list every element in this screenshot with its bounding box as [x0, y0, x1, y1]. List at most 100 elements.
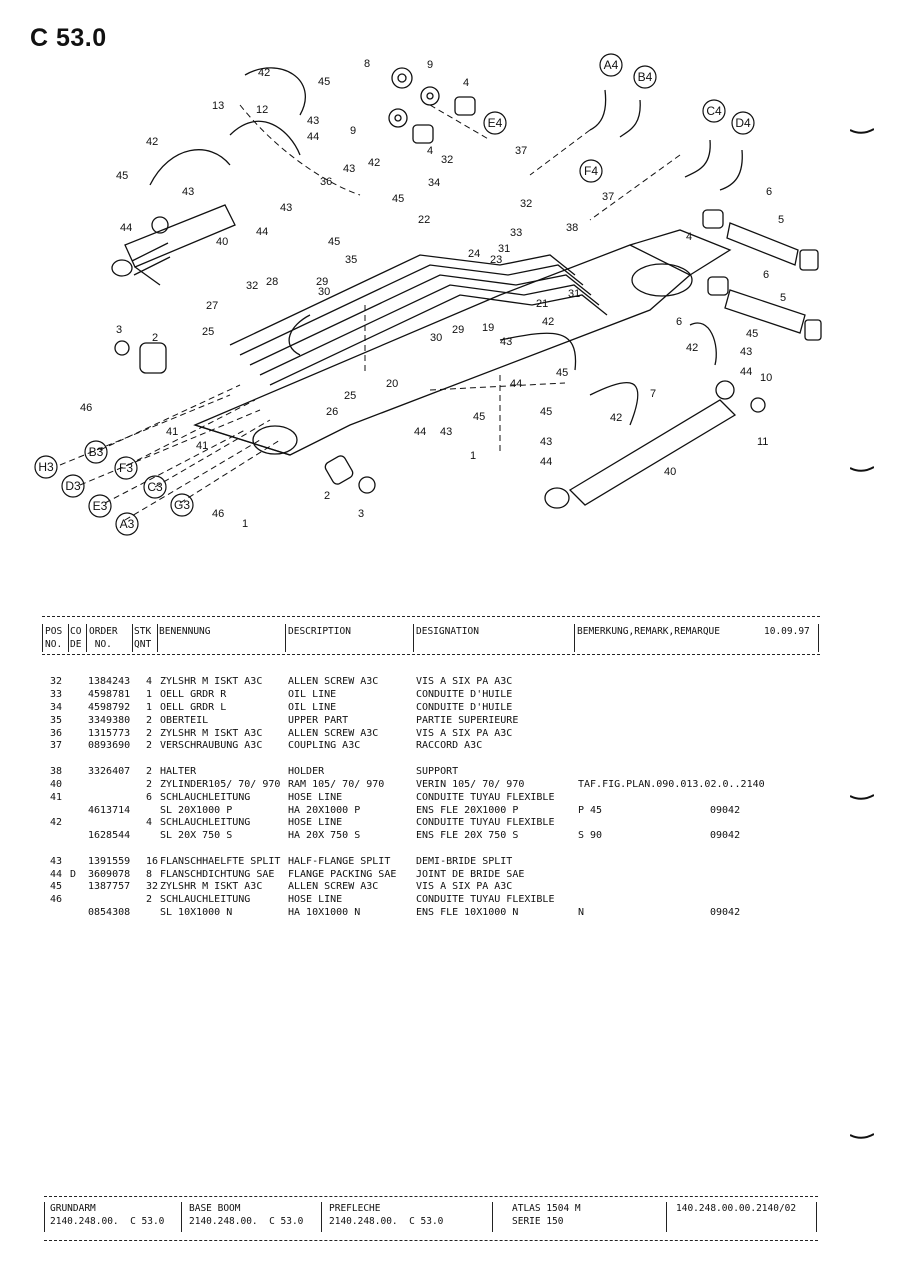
callout: 3: [358, 508, 364, 520]
label-d3: D3: [65, 479, 81, 493]
cell-desc: OIL LINE: [288, 701, 337, 713]
callout: 43: [500, 336, 512, 348]
callout: 41: [166, 426, 178, 438]
cell-desig: VIS A SIX PA A3C: [416, 727, 513, 739]
callout: 2: [324, 490, 330, 502]
callout: 43: [343, 163, 355, 175]
callout: 4: [463, 77, 469, 89]
cell-ben: OELL GRDR R: [160, 688, 227, 700]
callout: 43: [740, 346, 752, 358]
col-designation: DESIGNATION: [416, 626, 479, 637]
callout: 38: [566, 222, 578, 234]
cell-qty: 6: [146, 791, 153, 803]
label-e3: E3: [93, 499, 108, 513]
cell-desc: HOLDER: [288, 765, 325, 777]
callout: 8: [364, 58, 370, 70]
cell-order: 4598792: [88, 701, 131, 713]
col-pos-no: POS NO.: [45, 626, 63, 650]
callout: 27: [206, 300, 218, 312]
label-f3: F3: [119, 461, 133, 475]
cell-desig: PARTIE SUPERIEURE: [416, 714, 519, 726]
callout: 26: [326, 406, 338, 418]
exploded-parts-diagram: A4 B4 C4 D4 E4 F4 H3 B3 F3 D3 C3 E3 G3 A…: [34, 53, 822, 536]
cell-order: 3326407: [88, 765, 131, 777]
cell-pos: 36: [50, 727, 63, 739]
cell-desig: CONDUITE TUYAU FLEXIBLE: [416, 894, 555, 906]
cell-code: 09042: [710, 830, 741, 842]
callout: 43: [440, 426, 452, 438]
callout: 45: [746, 328, 758, 340]
callout: 2: [152, 332, 158, 344]
cell-order: 1315773: [88, 727, 131, 739]
callout: 45: [540, 406, 552, 418]
cell-pos: 41: [50, 791, 63, 803]
cell-rem: S 90: [578, 830, 603, 842]
page-code: C 53.0: [30, 24, 107, 52]
callout: 45: [116, 170, 128, 182]
cell-qty: 4: [146, 676, 153, 687]
callout: 45: [473, 411, 485, 423]
callout: 11: [757, 436, 768, 448]
label-b3: B3: [89, 445, 104, 459]
callout: 44: [120, 222, 132, 234]
label-c3: C3: [147, 480, 163, 494]
cell-desig: CONDUITE D'HUILE: [416, 688, 513, 700]
callout: 42: [542, 316, 554, 328]
cell-ben: FLANSCHDICHTUNG SAE: [160, 868, 275, 880]
callout: 24: [468, 248, 480, 260]
callout: 9: [427, 59, 433, 71]
cell-pos: 43: [50, 855, 63, 867]
cell-pos: 35: [50, 714, 63, 726]
callout: 6: [766, 186, 772, 198]
callout: 25: [202, 326, 214, 338]
callout: 37: [602, 191, 614, 203]
cell-desc: HA 10X1000 N: [288, 907, 361, 919]
callout: 44: [510, 378, 522, 390]
callout: 32: [246, 280, 258, 292]
callout: 32: [520, 198, 532, 210]
cell-desc: ALLEN SCREW A3C: [288, 676, 379, 687]
callout: 3: [116, 324, 122, 336]
cell-order: 0893690: [88, 740, 131, 752]
cell-ben: ZYLSHR M ISKT A3C: [160, 676, 263, 687]
callout: 44: [256, 226, 268, 238]
cell-qty: 8: [146, 868, 153, 880]
col-remark: BEMERKUNG,REMARK,REMARQUE: [577, 626, 720, 637]
cell-pos: 44: [50, 868, 63, 880]
col-order-no: ORDER NO.: [89, 626, 118, 650]
callout: 20: [386, 378, 398, 390]
cell-desc: RAM 105/ 70/ 970: [288, 778, 385, 790]
label-b4: B4: [638, 70, 653, 84]
cell-rem: N: [578, 907, 585, 919]
callout: 46: [80, 402, 92, 414]
callout: 10: [760, 372, 772, 384]
cell-desig: SUPPORT: [416, 765, 459, 777]
cell-pos: 34: [50, 701, 63, 713]
header-date: 10.09.97: [764, 626, 810, 637]
callout: 25: [344, 390, 356, 402]
cell-ben: SCHLAUCHLEITUNG: [160, 894, 251, 906]
callout: 43: [540, 436, 552, 448]
cell-ben: SL 10X1000 N: [160, 907, 233, 919]
callout: 43: [182, 186, 194, 198]
label-a4: A4: [604, 58, 619, 72]
cell-desc: ALLEN SCREW A3C: [288, 727, 379, 739]
callout: 23: [490, 254, 502, 266]
cell-qty: 2: [146, 765, 153, 777]
cell-qty: 16: [146, 855, 159, 867]
boom-body: [193, 229, 732, 456]
label-e4: E4: [488, 116, 503, 130]
cell-desig: CONDUITE TUYAU FLEXIBLE: [416, 791, 555, 803]
col-benennung: BENENNUNG: [159, 626, 211, 637]
cell-ben: VERSCHRAUBUNG A3C: [160, 740, 263, 752]
